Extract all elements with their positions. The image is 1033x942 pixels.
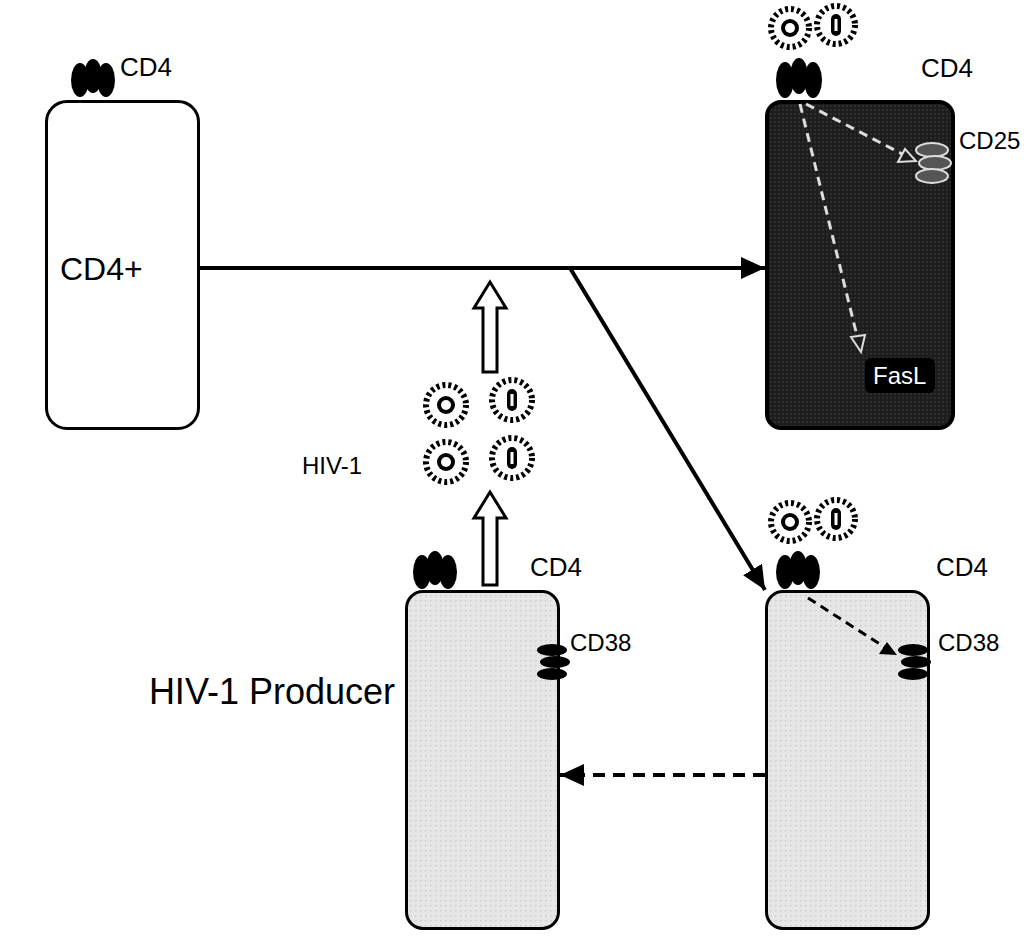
text-slot: CD38 bbox=[938, 629, 999, 657]
text-slot: CD4 bbox=[530, 553, 582, 583]
cd38-receptor bbox=[537, 644, 570, 680]
text-slot: CD4 bbox=[120, 53, 172, 83]
signal-arrowhead bbox=[851, 149, 916, 352]
receptor-label: CD25 bbox=[959, 127, 1020, 154]
cd25-receptor bbox=[916, 143, 951, 183]
text-slot: CD25 bbox=[959, 127, 1020, 155]
hiv-virion bbox=[426, 6, 855, 541]
t-cell: CD4CD4+ bbox=[45, 100, 200, 430]
cell-label: HIV-1 Producer bbox=[149, 671, 395, 712]
receptor-label: CD4 bbox=[936, 552, 988, 582]
fasl-tag: FasL bbox=[865, 358, 935, 393]
fasl-label: FasL bbox=[873, 362, 926, 389]
cd4-receptor bbox=[71, 59, 115, 97]
receptor-label: CD4 bbox=[530, 552, 582, 582]
virus-label: HIV-1 bbox=[302, 452, 362, 479]
signal-arrow bbox=[800, 104, 906, 340]
text-slot: CD4+ bbox=[60, 251, 143, 288]
receptor-label: CD38 bbox=[938, 629, 999, 656]
receptor-label: CD4 bbox=[120, 52, 172, 82]
text-slot: HIV-1 Producer bbox=[13, 671, 395, 712]
cell-label: CD4+ bbox=[60, 251, 143, 287]
connector-arrow bbox=[560, 773, 765, 777]
text-slot: CD38 bbox=[570, 629, 631, 657]
text-slot: CD4 bbox=[921, 54, 973, 84]
activated-cell: CD4CD25FasL bbox=[765, 100, 955, 430]
text-slot: CD4 bbox=[936, 553, 988, 583]
cd4-receptor bbox=[776, 551, 820, 589]
cd38-receptor bbox=[898, 644, 931, 680]
infected-cell: CD4CD38 bbox=[765, 590, 930, 930]
open-arrow bbox=[474, 282, 506, 585]
receptor-label: CD4 bbox=[921, 53, 973, 83]
producer-cell: HIV-1 ProducerCD4CD38 bbox=[405, 590, 560, 930]
text-slot: FasL bbox=[873, 362, 926, 390]
receptor-label: CD38 bbox=[570, 629, 631, 656]
signal-arrow bbox=[808, 598, 897, 655]
cd4-receptor bbox=[776, 58, 822, 98]
connector-arrow bbox=[200, 268, 765, 590]
cd4-receptor bbox=[413, 551, 457, 589]
text-slot: HIV-1 bbox=[302, 452, 362, 480]
